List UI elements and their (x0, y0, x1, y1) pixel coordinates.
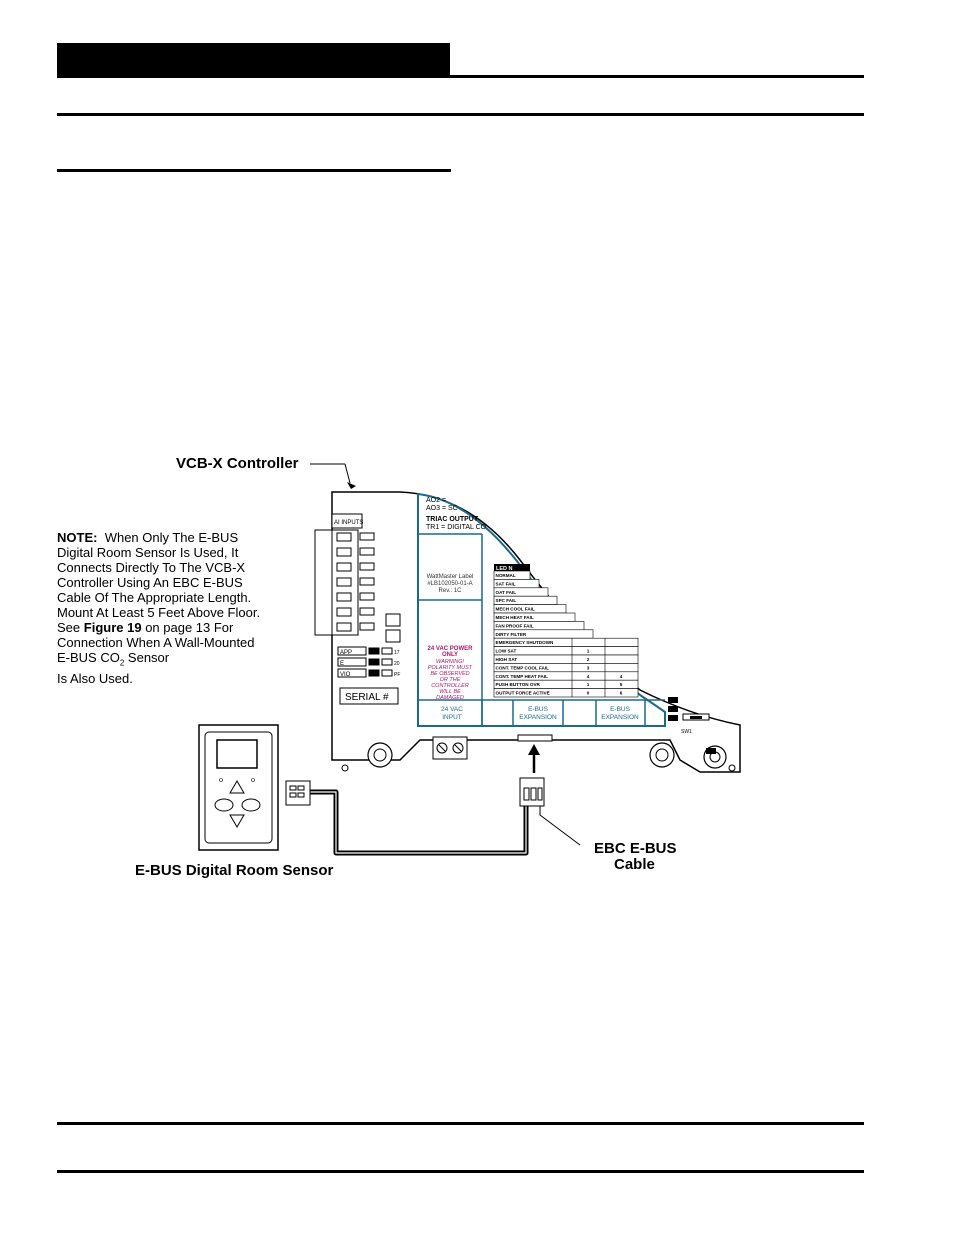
bottom-24vac-1: 24 VAC (441, 706, 463, 713)
led-table: LED N NORMAL SAT FAIL OAT FAIL SPC FAIL MECH… (493, 564, 639, 698)
led-row-name: CONT. TEMP COOL FAIL (496, 665, 550, 670)
header-rule (450, 75, 864, 78)
header-bar (57, 43, 450, 78)
side-label-e: E (340, 661, 344, 667)
led-row-name: CONT. TEMP HEAT FAIL (496, 674, 549, 679)
wattmaster-label-2: #LB102050-01-A (427, 581, 472, 587)
led-row-value: 1 (587, 649, 590, 654)
side-mark-17: 17 (394, 650, 400, 656)
section-rule-sub (57, 169, 451, 172)
triac-line: TR1 = DIGITAL CO (426, 524, 487, 531)
led-row-value: 4 (620, 674, 623, 679)
led-row-name: PUSH BUTTON OVR (496, 682, 541, 687)
led-row-name: FAN PROOF FAIL (496, 623, 534, 628)
power-warning-3: BE OBSERVED (430, 671, 469, 677)
section-rule-top (57, 113, 864, 116)
wattmaster-label-3: Rev.: 1C (439, 588, 463, 594)
board-side-connector (519, 777, 545, 807)
sensor-label: E-BUS Digital Room Sensor (135, 862, 334, 879)
serial-label: SERIAL # (345, 692, 389, 703)
installation-note: NOTE: When Only The E-BUS Digital Room S… (57, 530, 261, 686)
power-title-1: 24 VAC POWER (428, 646, 474, 652)
side-label-vio: VIO (340, 672, 351, 678)
power-warning-7: DAMAGED (436, 695, 464, 701)
led-row-name: MECH HEAT FAIL (496, 615, 534, 620)
led-row-value: 0 (587, 691, 590, 696)
cable-label-line1: EBC E-BUS (594, 840, 677, 857)
bottom-ebus2-2: EXPANSION (601, 714, 639, 721)
sensor-side-connector (285, 780, 311, 806)
led-row-value: 5 (620, 682, 623, 687)
ao-line-2: AO3 = SC (426, 505, 458, 512)
ai-inputs-label: AI INPUTS (334, 520, 363, 526)
footer-rule-2 (57, 1170, 864, 1173)
led-row-value: 2 (587, 657, 590, 662)
power-warning-1: WARNING! (436, 659, 464, 665)
led-row-name: HIGH SAT (496, 657, 518, 662)
note-lead: NOTE: (57, 530, 98, 545)
power-warning-5: CONTROLLER (431, 683, 469, 689)
bottom-ebus1-2: EXPANSION (519, 714, 557, 721)
side-label-app: APP (340, 650, 352, 656)
led-row-name: DIRTY FILTER (496, 632, 527, 637)
bottom-ebus1-1: E-BUS (528, 706, 549, 713)
led-row-name: SPC FAIL (496, 598, 517, 603)
sw1-label: SW1 (681, 729, 692, 735)
triac-title: TRIAC OUTPUT (426, 516, 479, 523)
power-warning-6: WILL BE (439, 689, 461, 695)
led-header: LED N (496, 566, 513, 572)
led-row (493, 688, 639, 698)
led-row-value: 4 (587, 674, 590, 679)
led-row-name: OUTPUT FORCE ACTIVE (496, 691, 550, 696)
power-title-2: ONLY (442, 652, 458, 658)
bottom-24vac-2: INPUT (442, 714, 462, 721)
led-row-name: LOW SAT (496, 649, 517, 654)
controller-board: APP E VIO 17 20 PF AI INPUTS SERIAL # AO… (314, 491, 741, 773)
led-row-value: 6 (620, 691, 623, 696)
side-mark-pf: PF (394, 672, 400, 678)
power-warning-4: OR THE (440, 677, 461, 683)
controller-label: VCB-X Controller (176, 455, 299, 472)
led-row-name: EMERGENCY SHUTDOWN (496, 640, 555, 645)
power-warning-2: POLARITY MUST (428, 665, 473, 671)
led-row-name: SAT FAIL (496, 581, 516, 586)
led-row-value: 1 (587, 682, 590, 687)
bottom-ebus2-1: E-BUS (610, 706, 631, 713)
led-row-name: NORMAL (496, 573, 516, 578)
wattmaster-label-1: WattMaster Label (427, 574, 474, 580)
side-mark-20: 20 (394, 661, 400, 667)
led-row-name: OAT FAIL (496, 590, 517, 595)
ao-line-1: AO2 = (426, 497, 446, 504)
footer-rule-1 (57, 1122, 864, 1125)
led-row-value: 3 (587, 665, 590, 670)
led-row-name: MECH COOL FAIL (496, 607, 535, 612)
cable-label-line2: Cable (614, 856, 655, 873)
connection-arrow (528, 744, 540, 773)
room-sensor (198, 724, 279, 851)
figure-reference[interactable]: Figure 19 (83, 620, 142, 635)
ebus-cable (310, 789, 581, 856)
